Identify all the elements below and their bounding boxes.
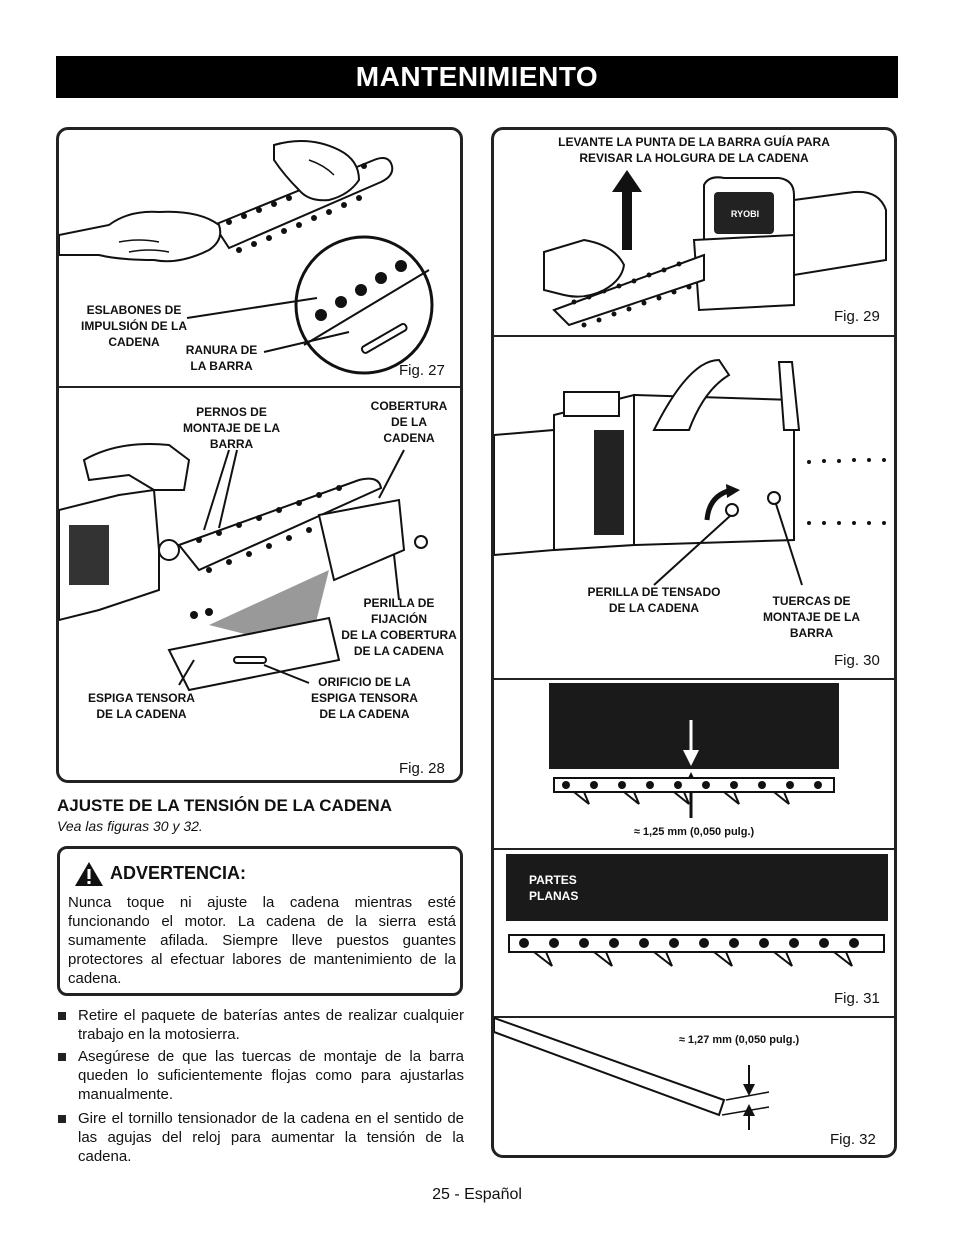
fig28-illustration [59,443,428,692]
fig31-fig32-divider [494,1016,894,1018]
list-item: Gire el tornillo tensionador de la caden… [58,1109,464,1166]
fig31-illustration [508,720,885,967]
fig27-fig28-divider [59,386,460,388]
fig29-brand-logo: RYOBI [730,209,760,219]
warning-triangle-icon [75,862,103,886]
fig30-caption: Fig. 30 [834,652,880,669]
fig29-caption: Fig. 29 [834,308,880,325]
fig31-bar-diagram-bottom [506,854,888,921]
fig27-illustration [59,140,434,375]
warning-title: ADVERTENCIA: [110,863,247,883]
fig32-illustration [494,1016,770,1130]
warning-box: ADVERTENCIA: Nunca toque ni ajuste la ca… [57,846,463,996]
bullet-square-icon [58,1115,66,1123]
bullet-square-icon [58,1012,66,1020]
bullet-text: Retire el paquete de baterías antes de r… [78,1007,464,1043]
fig31-measure-label: ≈ 1,25 mm (0,050 pulg.) [633,826,755,838]
fig30-label-bar-nuts: TUERCAS DE MONTAJE DE LA BARRA [762,594,861,640]
bullet-text: Asegúrese de que las tuercas de montaje … [78,1048,464,1103]
page-title-banner: MANTENIMIENTO [56,56,898,98]
page-title: MANTENIMIENTO [355,61,599,92]
fig28-label-pin-hole: ORIFICIO DE LA ESPIGA TENSORA DE LA CADE… [311,675,418,721]
fig27-caption: Fig. 27 [399,362,445,379]
fig29-label-lift-tip: LEVANTE LA PUNTA DE LA BARRA GUÍA PARA R… [558,135,830,165]
fig28-label-cover-knob: PERILLA DE FIJACIÓN DE LA COBERTURA DE L… [341,596,457,658]
fig30-fig31-divider [494,678,894,680]
fig29-fig30-divider [494,335,894,337]
fig28-label-tension-pin: ESPIGA TENSORA DE LA CADENA [88,691,195,721]
fig29-illustration [543,170,887,328]
fig27-label-drive-links: ESLABONES DE IMPULSIÓN DE LA CADENA [80,303,187,349]
fig30-label-tension-knob: PERILLA DE TENSADO DE LA CADENA [587,585,721,615]
fig32-measure-label: ≈ 1,27 mm (0,050 pulg.) [678,1034,800,1046]
fig27-label-bar-groove: RANURA DE LA BARRA [185,343,258,373]
bullet-text: Gire el tornillo tensionador de la caden… [78,1110,464,1165]
fig31-label-flat-parts: PARTES PLANAS [529,873,579,903]
figure-panel-left: ESLABONES DE IMPULSIÓN DE LA CADENA RANU… [56,127,463,783]
fig28-label-chain-cover: COBERTURA DE LA CADENA [370,399,448,445]
fig32-caption: Fig. 32 [830,1131,876,1148]
list-item: Asegúrese de que las tuercas de montaje … [58,1047,464,1104]
bullet-square-icon [58,1053,66,1061]
fig28-caption: Fig. 28 [399,760,445,777]
list-item: Retire el paquete de baterías antes de r… [58,1006,464,1044]
section-subtitle: Vea las figuras 30 y 32. [57,818,203,834]
figure-panel-right: LEVANTE LA PUNTA DE LA BARRA GUÍA PARA R… [491,127,897,1158]
warning-text: Nunca toque ni ajuste la cadena mientras… [68,894,456,987]
fig30-illustration [494,358,886,586]
section-title: AJUSTE DE LA TENSIÓN DE LA CADENA [57,796,392,815]
fig28-label-bar-bolts: PERNOS DE MONTAJE DE LA BARRA [182,405,281,451]
fig31-caption: Fig. 31 [834,990,880,1007]
page-number: 25 - Español [432,1186,522,1203]
fig31-mid-divider [494,848,894,850]
